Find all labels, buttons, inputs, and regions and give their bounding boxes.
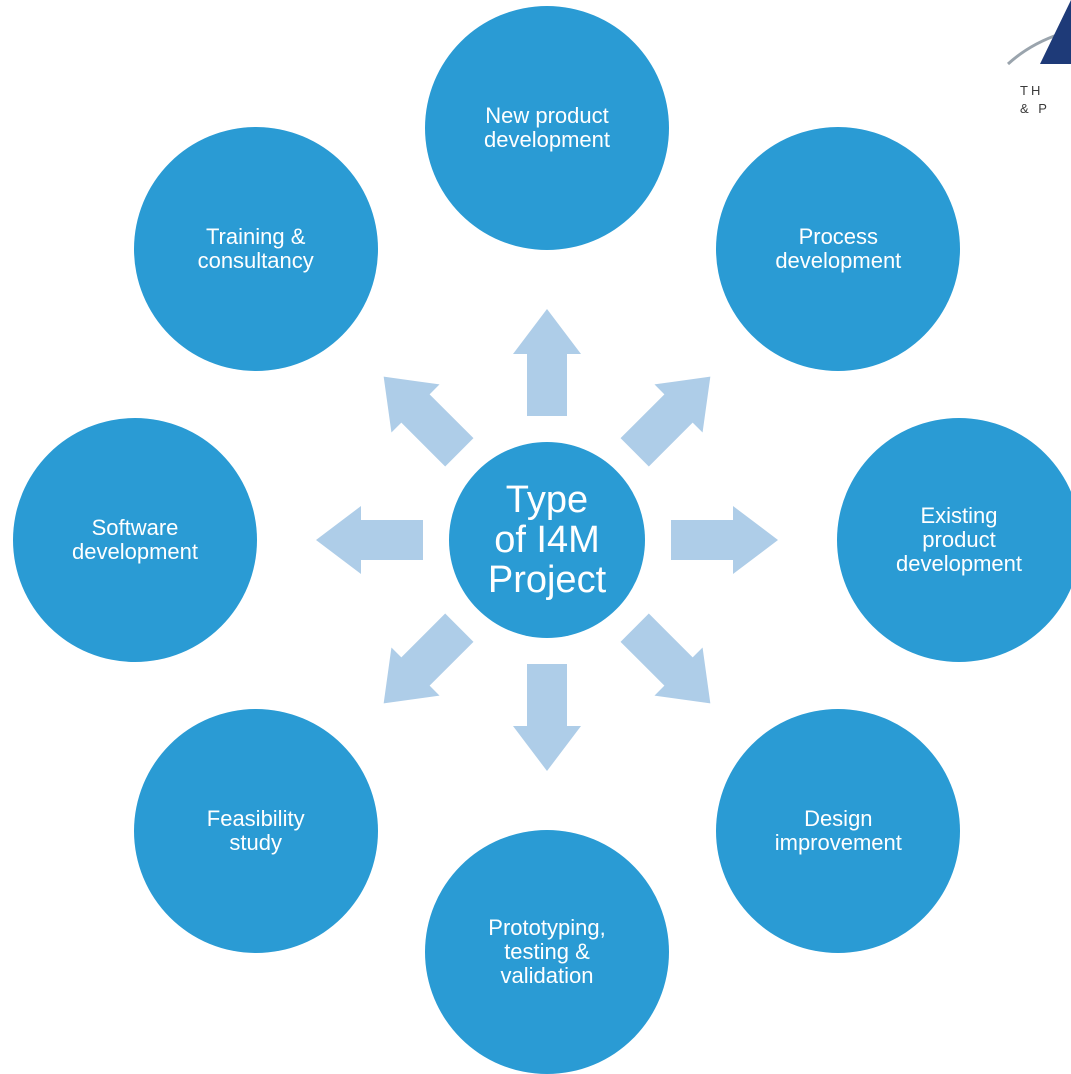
- arrow-down-left-icon: [383, 613, 474, 704]
- logo-text-line1: TH: [1020, 83, 1044, 98]
- node-existing-product-development: Existing product development: [837, 418, 1071, 662]
- corner-logo: TH & P: [1000, 0, 1071, 115]
- arrow-down-right-icon: [620, 613, 711, 704]
- node-label: Process development: [775, 223, 902, 273]
- arrow-up-right-icon: [620, 376, 711, 467]
- arrow-right-icon: [671, 506, 778, 574]
- logo-mark-icon: [1006, 0, 1071, 66]
- arrow-left-icon: [316, 506, 423, 574]
- node-label: Feasibility study: [206, 806, 305, 856]
- center-node: Type of I4M Project: [449, 442, 645, 638]
- node-label: Existing product development: [896, 503, 1022, 576]
- arrow-up-left-icon: [383, 376, 474, 467]
- node-label: Training & consultancy: [197, 223, 314, 273]
- center-label: Type of I4M Project: [487, 479, 607, 601]
- node-prototyping-testing-validation: Prototyping, testing & validation: [425, 830, 669, 1074]
- node-process-development: Process development: [716, 126, 961, 371]
- node-label: Software development: [72, 515, 198, 564]
- node-new-product-development: New product development: [425, 6, 669, 250]
- node-label: Design improvement: [774, 806, 902, 856]
- arrow-up-icon: [513, 309, 581, 416]
- node-software-development: Software development: [13, 418, 257, 662]
- node-feasibility-study: Feasibility study: [133, 709, 378, 954]
- node-training-consultancy: Training & consultancy: [133, 126, 378, 371]
- node-label: Prototyping, testing & validation: [488, 915, 606, 988]
- logo-text-line2: & P: [1020, 101, 1050, 115]
- node-label: New product development: [484, 103, 610, 152]
- node-design-improvement: Design improvement: [716, 709, 961, 954]
- arrow-down-icon: [513, 664, 581, 771]
